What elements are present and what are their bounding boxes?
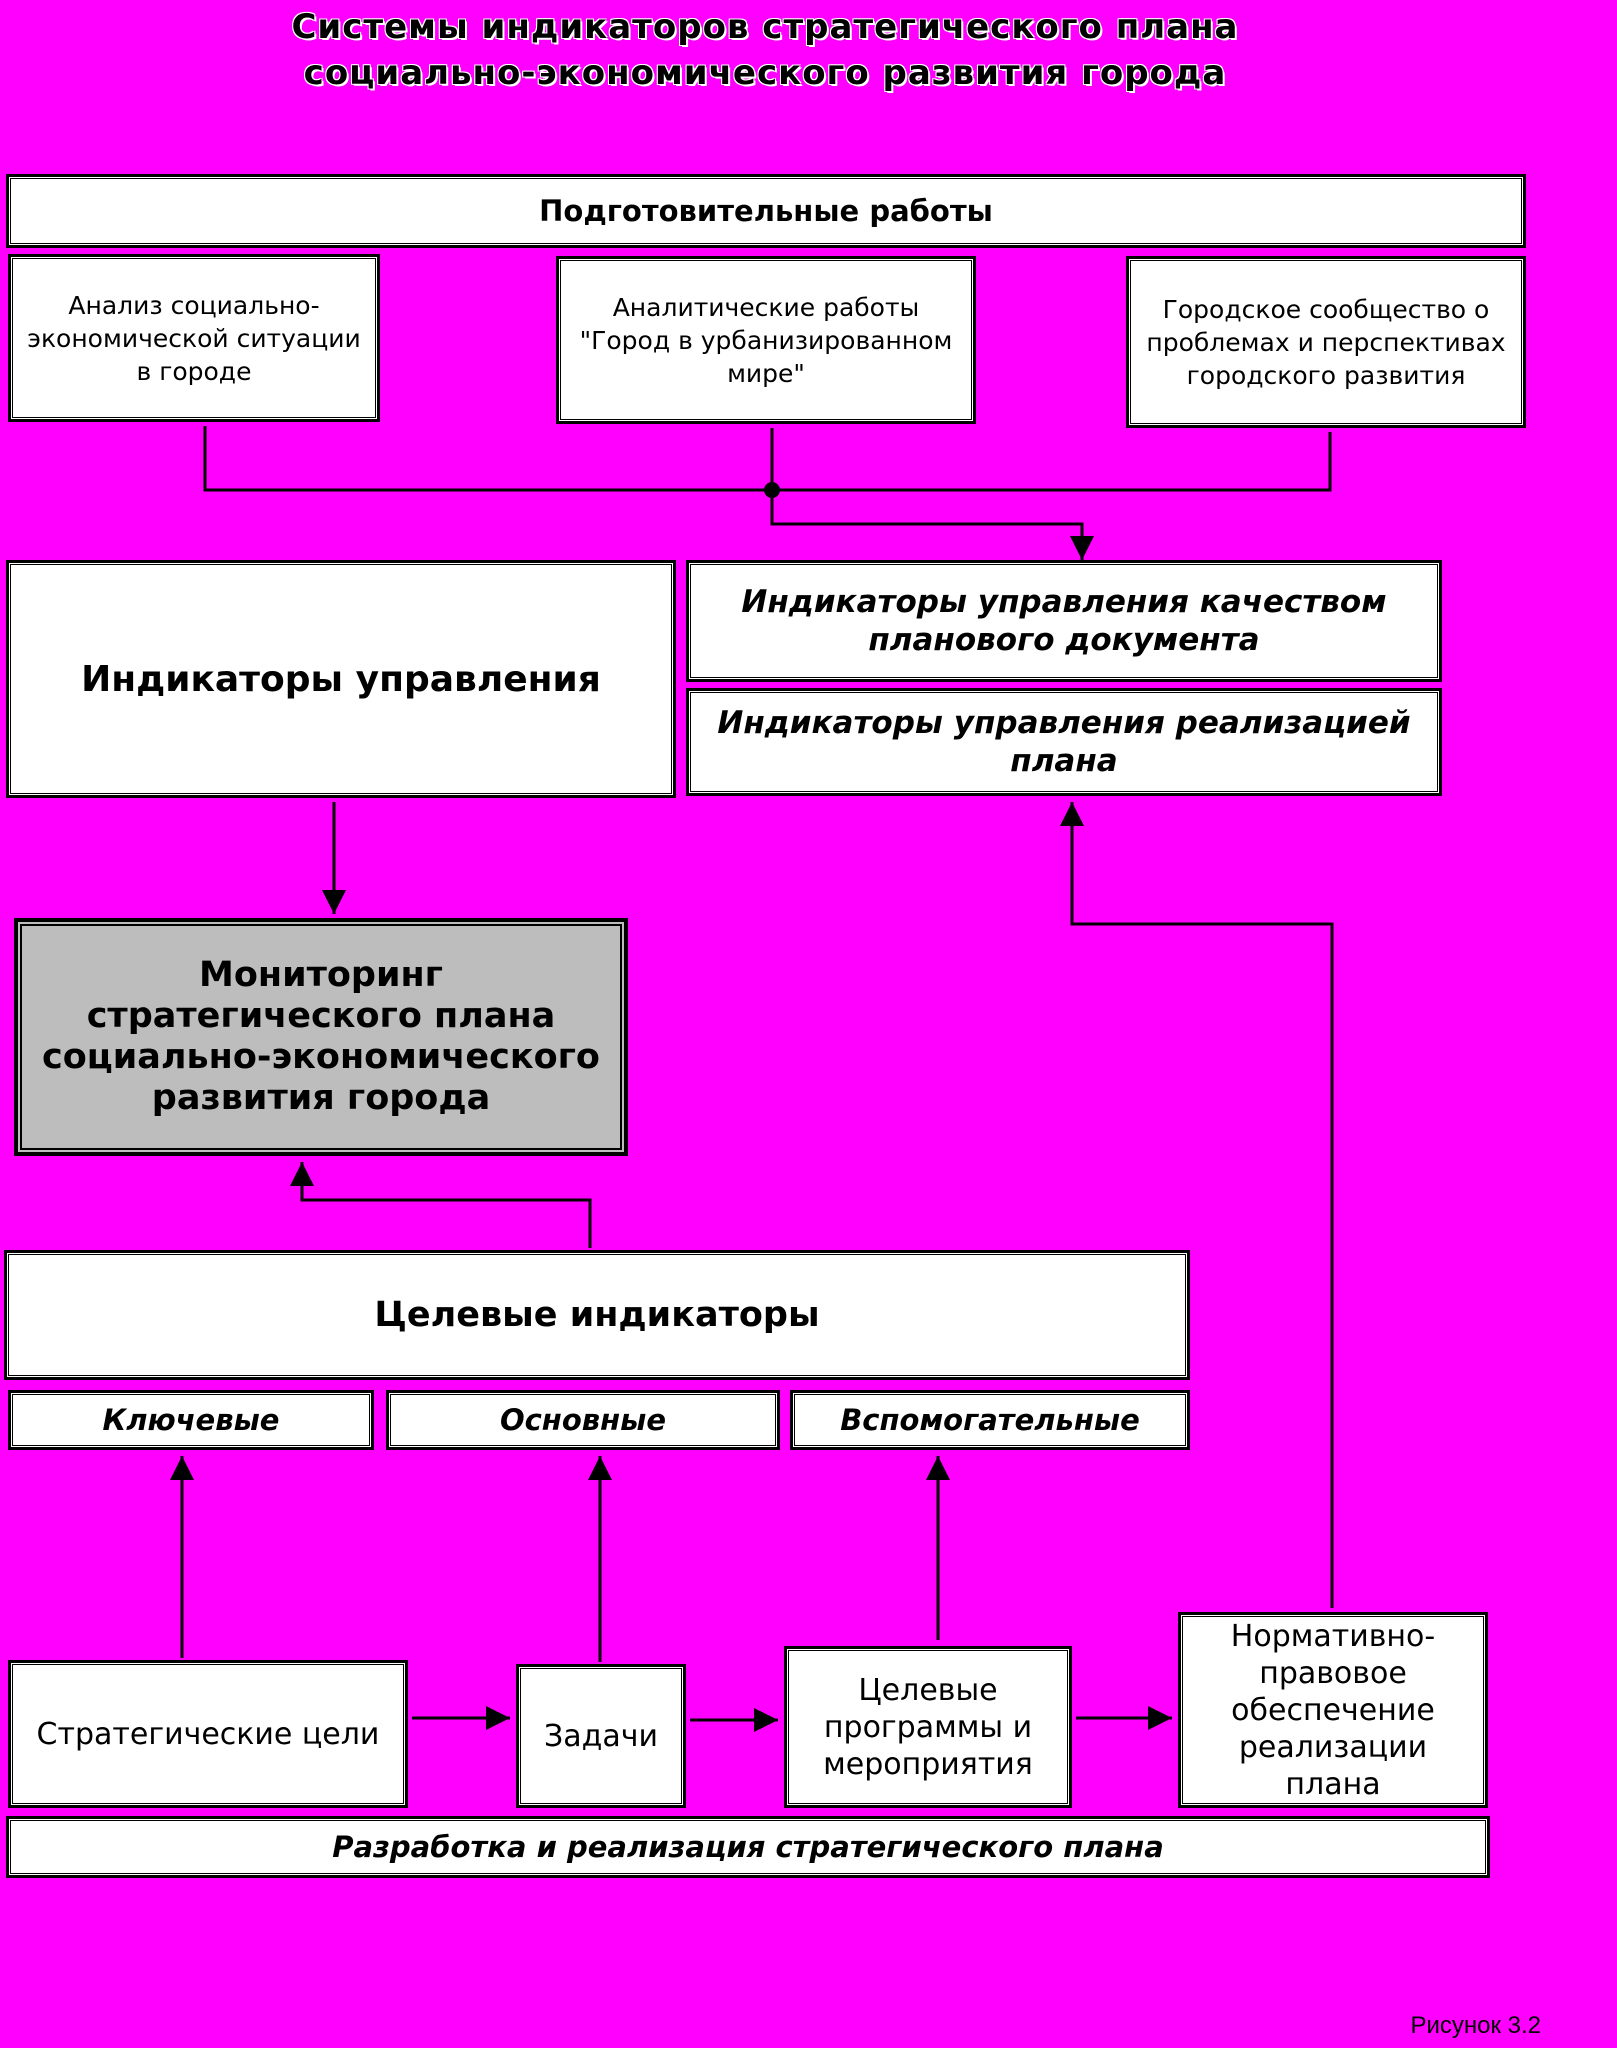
prep-analytics-box: Аналитические работы "Город в урбанизиро… bbox=[556, 256, 976, 424]
prep-header-box: Подготовительные работы bbox=[6, 174, 1526, 248]
prep-community-box: Городское сообщество о проблемах и персп… bbox=[1126, 256, 1526, 428]
development-footer-box: Разработка и реализация стратегического … bbox=[6, 1816, 1490, 1878]
diagram-title-line1: Системы индикаторов стратегического план… bbox=[291, 7, 1239, 47]
junction-dot bbox=[764, 482, 780, 498]
target-indicators-box: Целевые индикаторы bbox=[4, 1250, 1190, 1380]
strategic-goals-box: Стратегические цели bbox=[8, 1660, 408, 1808]
tasks-box: Задачи bbox=[516, 1664, 686, 1808]
prep-to-quality-arrow bbox=[770, 490, 1094, 560]
basic-indicators-box: Основные bbox=[386, 1390, 780, 1450]
target-to-monitoring-arrow bbox=[290, 1162, 592, 1248]
legal-support-box: Нормативно-правовое обеспечение реализац… bbox=[1178, 1612, 1488, 1808]
figure-caption: Рисунок 3.2 bbox=[1410, 2012, 1541, 2039]
monitoring-box: Мониторинг стратегического плана социаль… bbox=[14, 918, 628, 1156]
quality-indicators-box: Индикаторы управления качеством плановог… bbox=[686, 560, 1442, 682]
prep-connector-left bbox=[203, 426, 1332, 492]
management-indicators-box: Индикаторы управления bbox=[6, 560, 676, 798]
diagram-title-line2: социально-экономического развития города bbox=[303, 53, 1227, 93]
implementation-indicators-box: Индикаторы управления реализацией плана bbox=[686, 688, 1442, 796]
legal-to-implementation-arrow bbox=[1060, 802, 1334, 1608]
prep-analysis-box: Анализ социально-экономической ситуации … bbox=[8, 254, 380, 422]
auxiliary-indicators-box: Вспомогательные bbox=[790, 1390, 1190, 1450]
target-programs-box: Целевые программы и мероприятия bbox=[784, 1646, 1072, 1808]
key-indicators-box: Ключевые bbox=[8, 1390, 374, 1450]
